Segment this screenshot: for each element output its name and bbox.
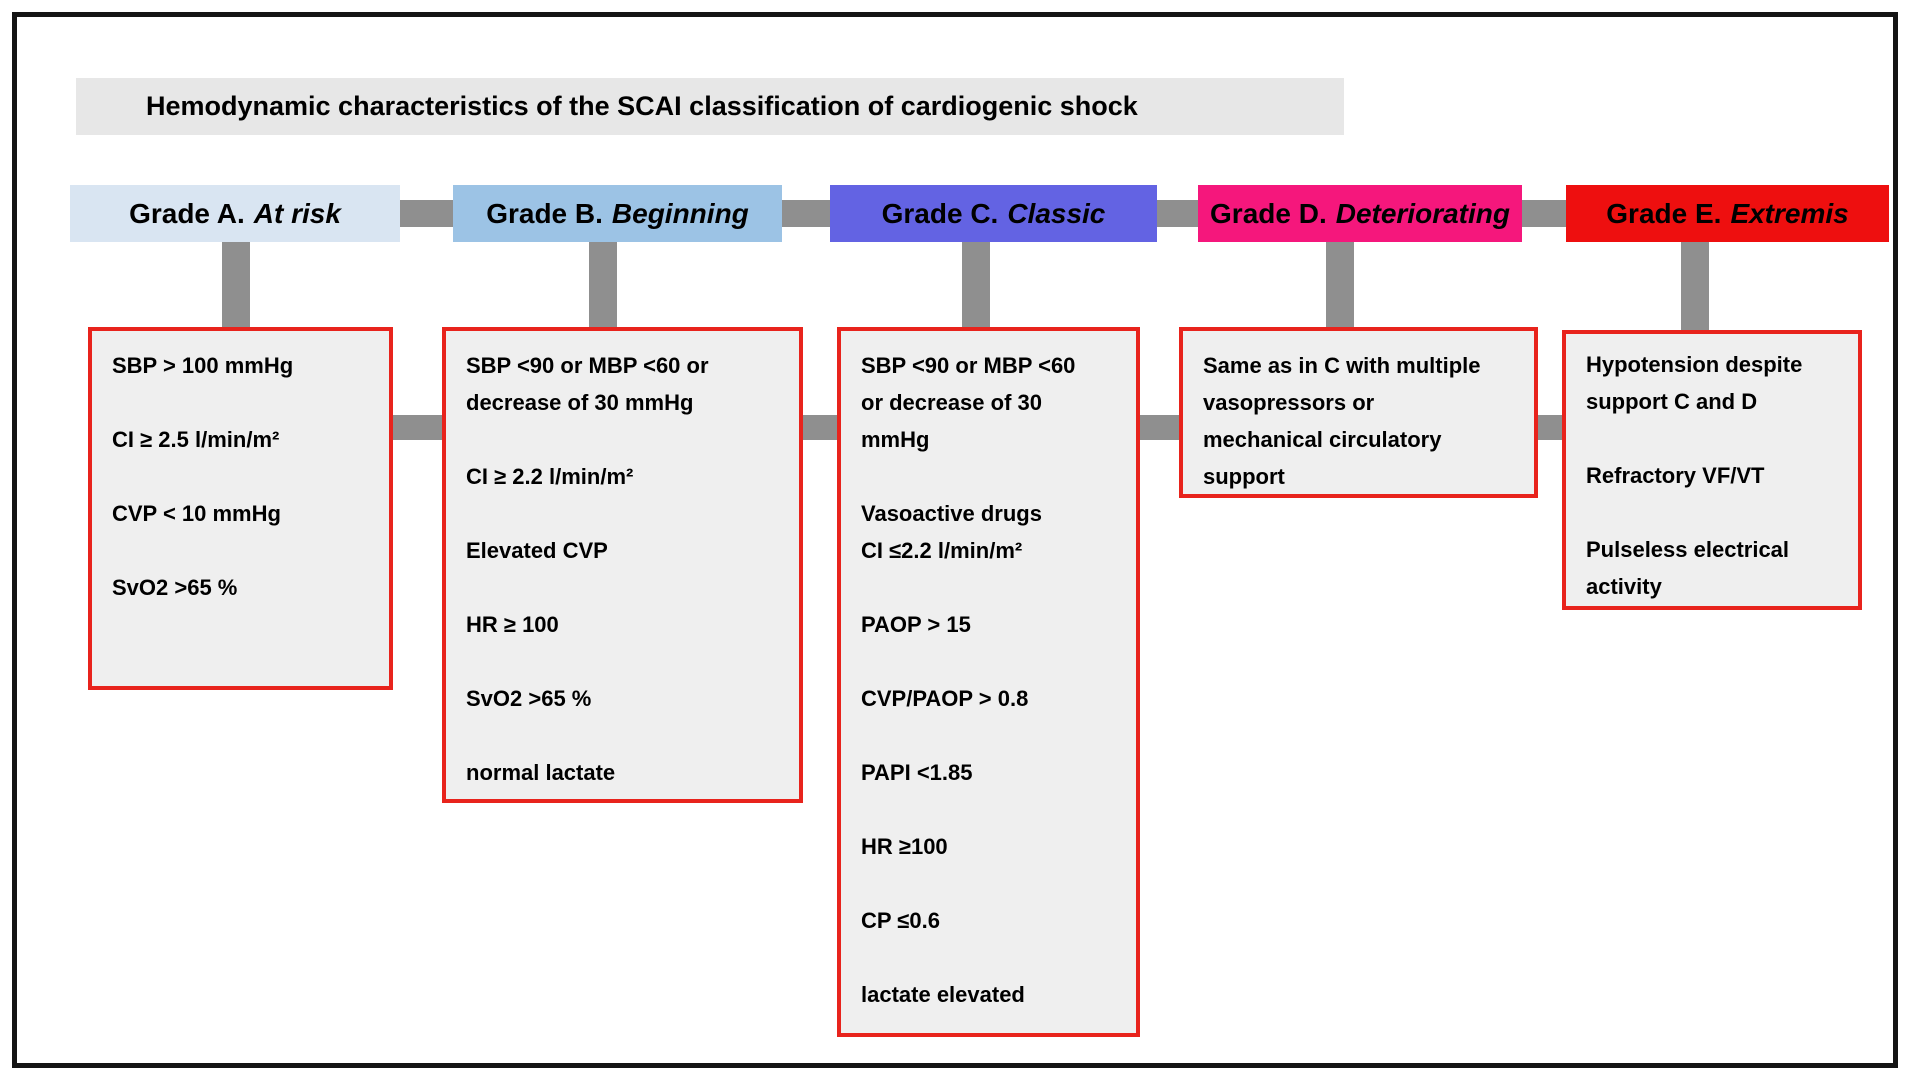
criteria-item: SBP > 100 mmHg — [112, 353, 294, 378]
criteria-item: PAOP > 15 — [861, 612, 971, 637]
connector-vertical-grade-d — [1326, 240, 1354, 332]
connector-vertical-grade-c — [962, 240, 990, 332]
criteria-item: SvO2 >65 % — [112, 575, 238, 600]
criteria-item: CVP < 10 mmHg — [112, 501, 281, 526]
grade-a-subtitle: At risk — [253, 197, 341, 229]
connector-header-d-e — [1520, 200, 1568, 227]
connector-header-b-c — [780, 200, 832, 227]
criteria-item: CI ≥ 2.5 l/min/m² — [112, 427, 280, 452]
connector-vertical-grade-a — [222, 240, 250, 332]
connector-box-d-e — [1535, 415, 1565, 440]
grade-b-label: Grade B. — [486, 197, 603, 229]
criteria-item: PAPI <1.85 — [861, 760, 973, 785]
grade-c-header: Grade C. Classic — [830, 185, 1157, 242]
connector-vertical-grade-b — [589, 240, 617, 332]
grade-b-header: Grade B. Beginning — [453, 185, 782, 242]
criteria-item: Same as in C with multiple vasopressors … — [1203, 353, 1481, 489]
grade-b-criteria-box: SBP <90 or MBP <60 or decrease of 30 mmH… — [442, 327, 803, 803]
grade-b-subtitle: Beginning — [611, 197, 749, 229]
grade-c-criteria-box: SBP <90 or MBP <60 or decrease of 30 mmH… — [837, 327, 1140, 1037]
grade-a-header: Grade A. At risk — [70, 185, 400, 242]
criteria-item: HR ≥ 100 — [466, 612, 559, 637]
criteria-item: CVP/PAOP > 0.8 — [861, 686, 1029, 711]
grade-d-criteria-box: Same as in C with multiple vasopressors … — [1179, 327, 1538, 498]
criteria-item: SBP <90 or MBP <60 or decrease of 30 mmH… — [466, 353, 709, 415]
grade-a-label: Grade A. — [129, 197, 245, 229]
criteria-item: normal lactate — [466, 760, 616, 785]
connector-box-a-b — [390, 415, 445, 440]
grade-a-criteria-box: SBP > 100 mmHg CI ≥ 2.5 l/min/m² CVP < 1… — [88, 327, 393, 690]
grade-e-header: Grade E. Extremis — [1566, 185, 1889, 242]
criteria-item: CP ≤0.6 — [861, 908, 940, 933]
criteria-item: SBP <90 or MBP <60 or decrease of 30 mmH… — [861, 353, 1076, 452]
criteria-item: Refractory VF/VT — [1586, 463, 1765, 488]
criteria-item: SvO2 >65 % — [466, 686, 592, 711]
grade-e-criteria-box: Hypotension despite support C and D Refr… — [1562, 330, 1862, 610]
connector-box-b-c — [800, 415, 840, 440]
criteria-item: Vasoactive drugs CI ≤2.2 l/min/m² — [861, 501, 1042, 563]
diagram-title: Hemodynamic characteristics of the SCAI … — [146, 91, 1138, 121]
criteria-item: Hypotension despite support C and D — [1586, 352, 1803, 414]
connector-box-c-d — [1137, 415, 1182, 440]
grade-d-subtitle: Deteriorating — [1335, 197, 1510, 229]
connector-header-c-d — [1155, 200, 1200, 227]
criteria-item: CI ≥ 2.2 l/min/m² — [466, 464, 634, 489]
connector-vertical-grade-e — [1681, 240, 1709, 332]
grade-d-header: Grade D. Deteriorating — [1198, 185, 1522, 242]
connector-header-a-b — [398, 200, 455, 227]
criteria-item: Elevated CVP — [466, 538, 608, 563]
criteria-item: HR ≥100 — [861, 834, 948, 859]
criteria-item: Pulseless electrical activity — [1586, 537, 1790, 599]
grade-c-label: Grade C. — [881, 197, 999, 229]
grade-c-subtitle: Classic — [1007, 197, 1106, 229]
grade-e-label: Grade E. — [1606, 197, 1722, 229]
title-bar: Hemodynamic characteristics of the SCAI … — [76, 78, 1344, 135]
criteria-item: lactate elevated — [861, 982, 1025, 1007]
grade-e-subtitle: Extremis — [1730, 197, 1849, 229]
grade-d-label: Grade D. — [1210, 197, 1327, 229]
